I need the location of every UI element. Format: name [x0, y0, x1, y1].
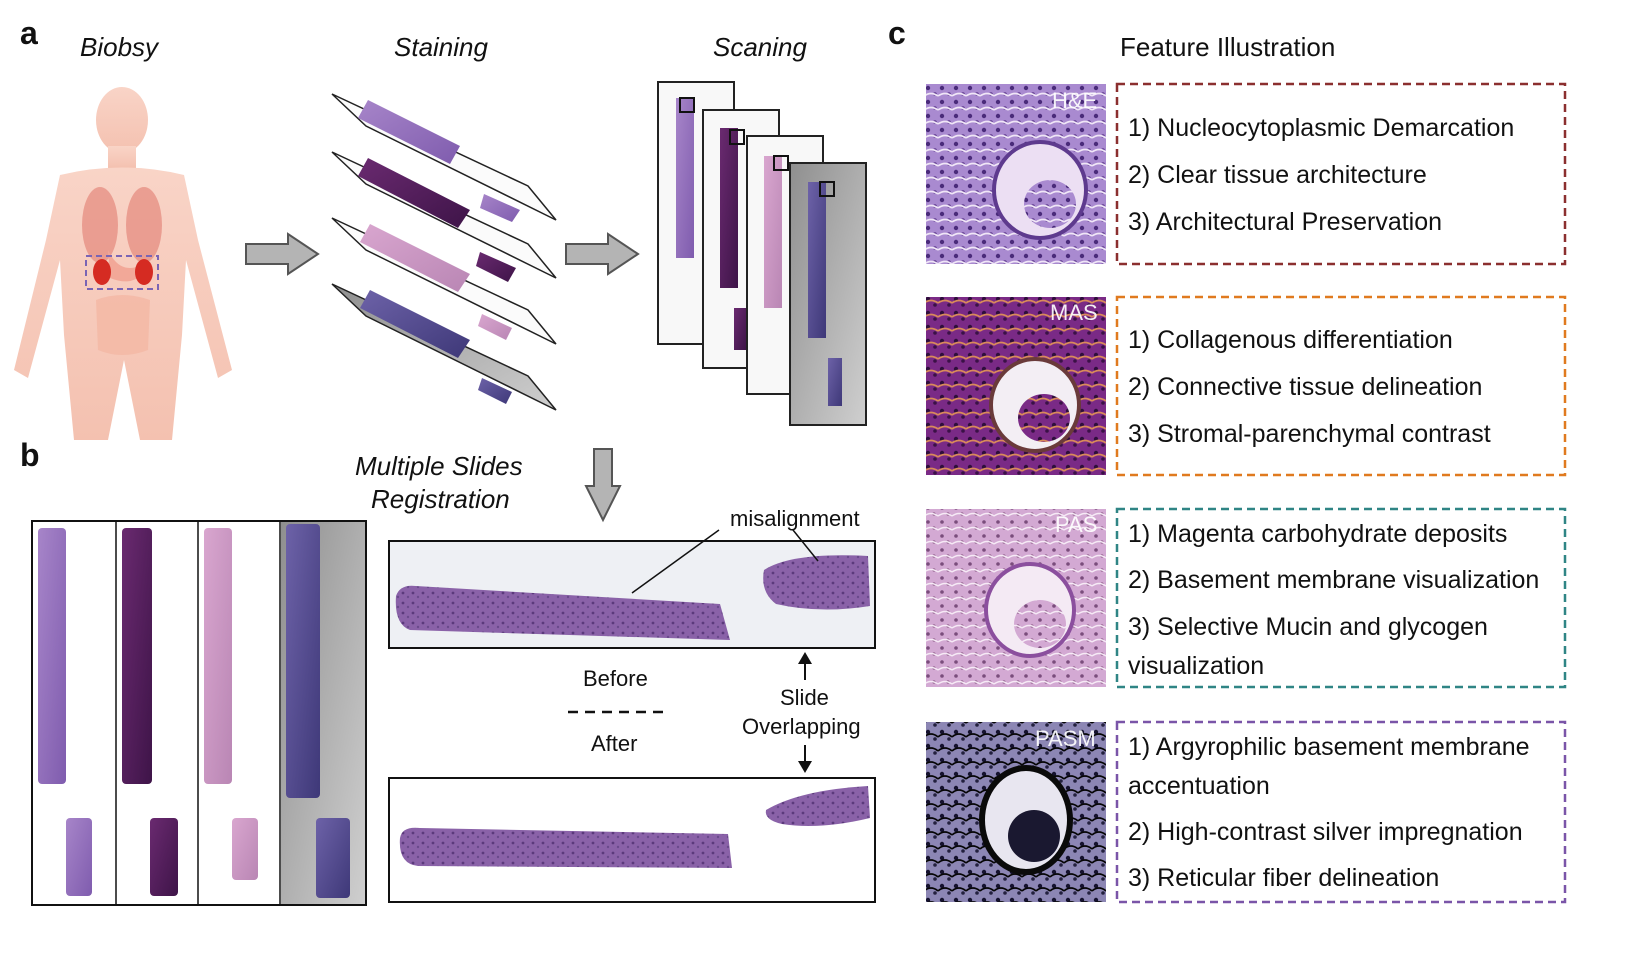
registration-title-line2: Registration — [371, 484, 510, 514]
after-registration-image — [388, 777, 876, 903]
scanned-slides — [657, 81, 867, 426]
stain-name-pas: PAS — [1055, 512, 1097, 537]
step-label-scanning: Scaning — [713, 32, 807, 62]
pas-feature-1: 1) Magenta carbohydrate deposits — [1128, 520, 1507, 548]
kidney-right — [135, 259, 153, 285]
pasm-feature-1: 1) Argyrophilic basement membrane — [1128, 733, 1530, 761]
misalignment-pointer-left — [631, 529, 720, 594]
panel-label-a: a — [20, 15, 38, 51]
lung-left — [82, 187, 118, 263]
pasm-feature-1-cont: accentuation — [1128, 772, 1270, 800]
mas-feature-2: 2) Connective tissue delineation — [1128, 373, 1482, 401]
roi-box — [729, 129, 745, 145]
human-body-illustration — [14, 87, 232, 440]
panel-label-c: c — [888, 15, 906, 51]
slide-comparison-strip — [31, 520, 367, 906]
arrow-staining-to-scanning — [565, 232, 640, 276]
mas-feature-box — [1115, 295, 1567, 477]
step-label-biopsy: Biobsy — [80, 32, 160, 62]
scanned-slide-pasm — [789, 162, 867, 426]
he-feature-1: 1) Nucleocytoplasmic Demarcation — [1128, 114, 1514, 142]
pas-feature-3-cont: visualization — [1128, 652, 1264, 680]
kidney-left — [93, 259, 111, 285]
misalignment-pointer-right — [792, 529, 819, 562]
registration-title-line1: Multiple Slides — [355, 451, 523, 481]
stain-row-mas: MAS 1) Collagenous differentiation 2) Co… — [926, 295, 1567, 477]
step-label-staining: Staining — [394, 32, 488, 62]
slide-column-pasm — [281, 522, 365, 904]
stain-name-he: H&E — [1052, 88, 1097, 113]
stain-row-pasm: PASM 1) Argyrophilic basement membrane a… — [926, 720, 1567, 904]
roi-box — [819, 181, 835, 197]
kidney-highlight-box — [85, 255, 159, 290]
he-feature-3: 3) Architectural Preservation — [1128, 208, 1442, 236]
arrow-scanning-to-registration — [584, 448, 622, 523]
roi-box — [773, 155, 789, 171]
pas-feature-box — [1115, 507, 1567, 689]
slide-column-pas — [204, 528, 258, 880]
stain-row-he: H&E 1) Nucleocytoplasmic Demarcation 2) … — [926, 82, 1567, 266]
mas-micrograph — [926, 297, 1106, 475]
stained-slide-stack — [331, 93, 557, 411]
pas-micrograph — [926, 509, 1106, 687]
he-micrograph — [926, 84, 1106, 264]
he-feature-box — [1115, 82, 1567, 266]
feature-illustration-title: Feature Illustration — [1120, 32, 1335, 62]
before-label: Before — [583, 666, 648, 691]
pasm-feature-2: 2) High-contrast silver impregnation — [1128, 818, 1523, 846]
slide-column-mas — [122, 528, 178, 896]
mas-feature-3: 3) Stromal-parenchymal contrast — [1128, 420, 1491, 448]
before-registration-image — [388, 540, 876, 649]
pasm-feature-3: 3) Reticular fiber delineation — [1128, 864, 1439, 892]
intestines — [96, 295, 150, 355]
overlap-label-line2: Overlapping — [742, 714, 861, 739]
panel-label-b: b — [20, 437, 40, 473]
mas-feature-1: 1) Collagenous differentiation — [1128, 326, 1453, 354]
overlap-label-line1: Slide — [780, 685, 829, 710]
stain-row-pas: PAS 1) Magenta carbohydrate deposits 2) … — [926, 507, 1567, 689]
after-label: After — [591, 731, 637, 756]
stained-slide-he — [331, 93, 557, 222]
slide-column-he — [38, 528, 92, 896]
arrow-biopsy-to-staining — [245, 232, 320, 276]
stained-slide-mas — [331, 151, 557, 282]
lung-right — [126, 187, 162, 263]
stained-slide-pas — [331, 217, 557, 345]
misalignment-label: misalignment — [730, 506, 860, 531]
pas-feature-3: 3) Selective Mucin and glycogen — [1128, 613, 1488, 641]
pasm-feature-box — [1115, 720, 1567, 904]
stain-name-pasm: PASM — [1035, 726, 1096, 751]
stained-slide-pasm — [331, 283, 557, 411]
pasm-micrograph — [926, 722, 1106, 902]
stain-name-mas: MAS — [1050, 300, 1098, 325]
pas-feature-2: 2) Basement membrane visualization — [1128, 566, 1539, 594]
roi-box — [679, 97, 695, 113]
he-feature-2: 2) Clear tissue architecture — [1128, 161, 1427, 189]
